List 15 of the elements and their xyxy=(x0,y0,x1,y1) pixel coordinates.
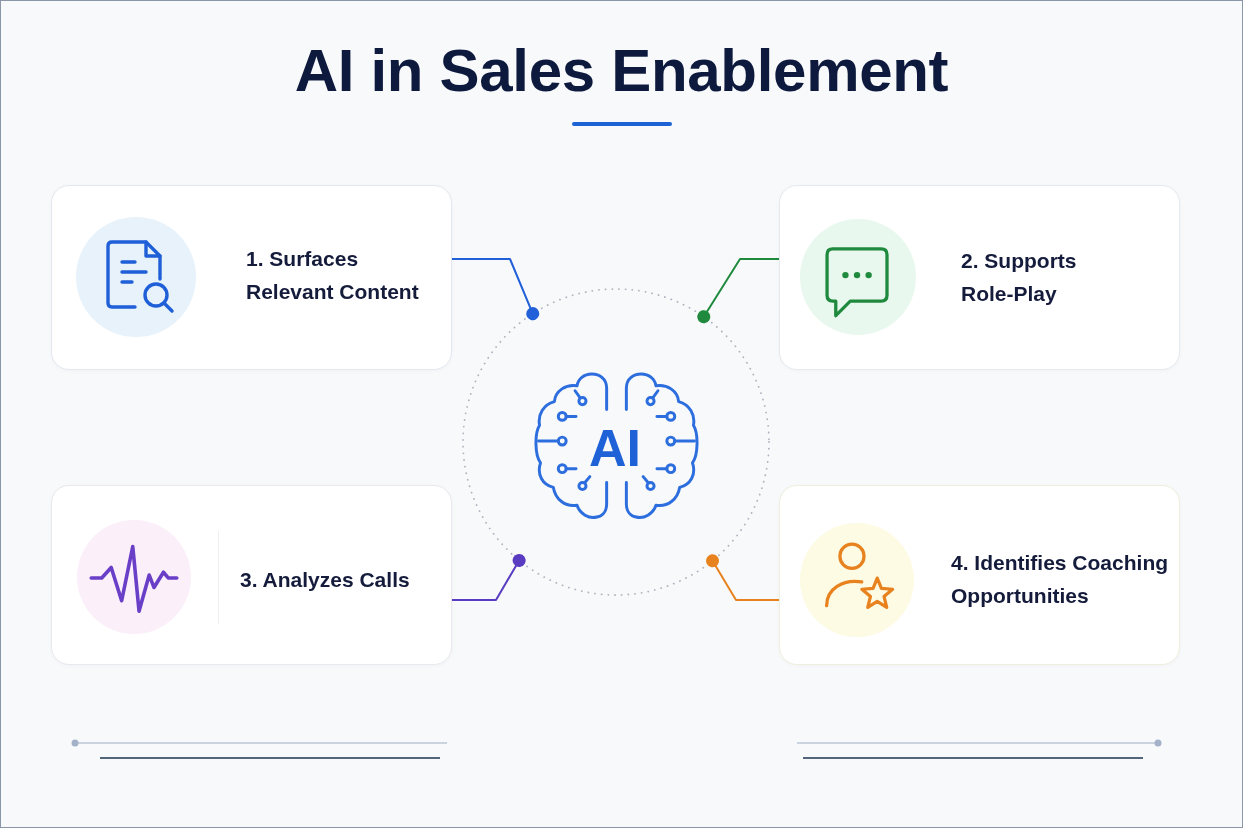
feature-card xyxy=(51,185,452,370)
feature-card xyxy=(51,485,452,665)
feature-title: 3. Analyzes Calls xyxy=(240,566,410,593)
connector-line xyxy=(451,258,540,321)
hub-label: AI xyxy=(589,422,641,474)
feature-title: 2. Supports Role-Play xyxy=(961,248,1078,307)
hub-circle xyxy=(462,288,770,596)
feature-card xyxy=(779,185,1180,370)
connector-line xyxy=(697,258,780,324)
connector-line xyxy=(706,554,780,601)
diagram-title: AI in Sales Enablement xyxy=(294,41,949,101)
feature-title: 1. Surfaces Relevant Content xyxy=(246,246,420,305)
connector-line xyxy=(451,553,526,601)
feature-card xyxy=(779,485,1180,665)
feature-title: 4. Identifies Coaching Opportunities xyxy=(951,550,1170,609)
